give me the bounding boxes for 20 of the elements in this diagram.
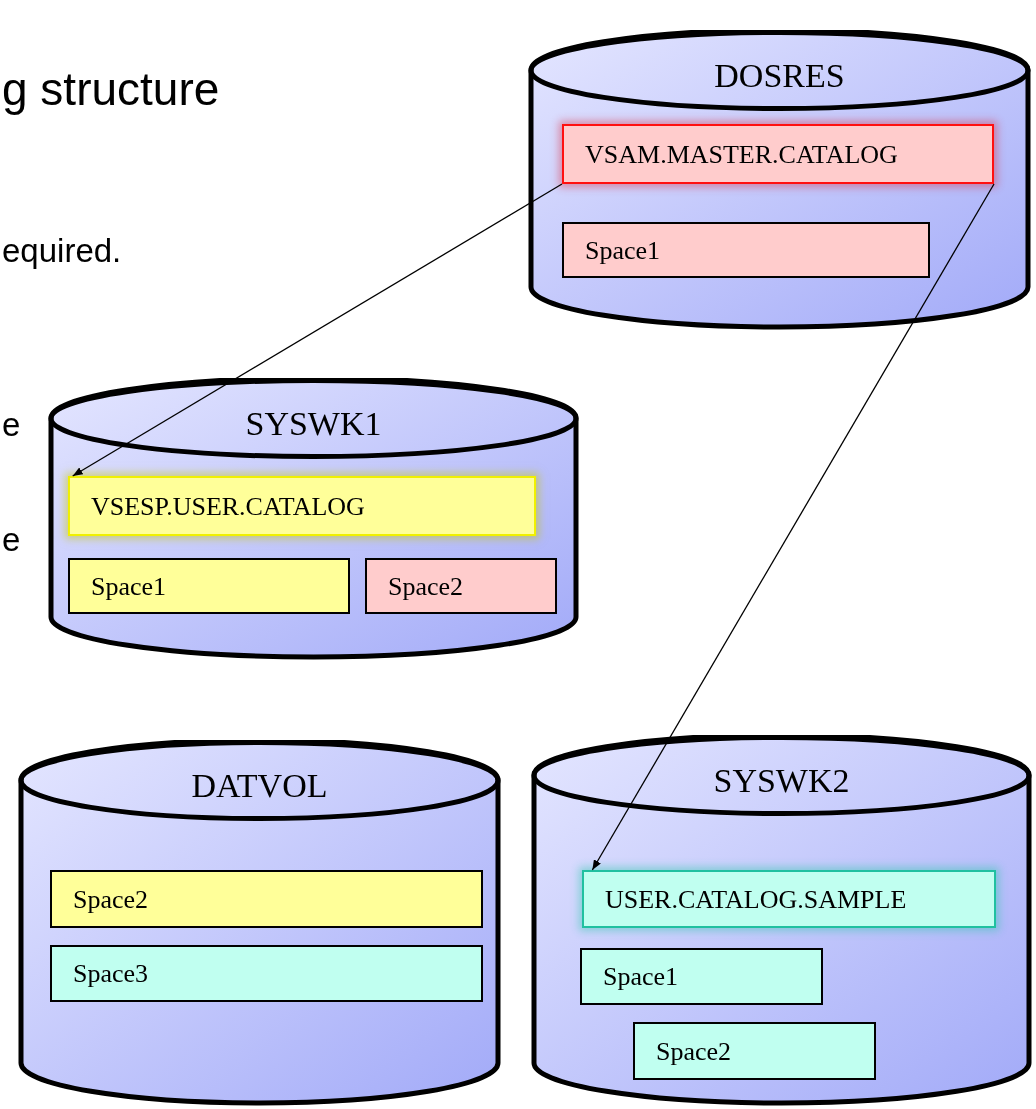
volume-label: SYSWK1 [244, 404, 383, 444]
arrow [72, 183, 563, 477]
slide-text: g structure [2, 62, 220, 117]
dataset-box: Space1 [562, 222, 930, 278]
arrow [591, 183, 995, 871]
dataset-box: VSAM.MASTER.CATALOG [562, 124, 994, 184]
dataset-box: VSESP.USER.CATALOG [68, 476, 536, 536]
dataset-box: Space1 [68, 558, 350, 614]
dataset-box: Space2 [633, 1022, 876, 1080]
slide-text: e [2, 405, 21, 445]
dataset-box: Space2 [365, 558, 557, 614]
volume-label: DOSRES [713, 56, 846, 96]
volume-label: DATVOL [190, 766, 329, 806]
slide-text: equired. [2, 231, 122, 271]
dataset-box: Space1 [580, 948, 823, 1005]
dataset-box: USER.CATALOG.SAMPLE [582, 870, 996, 928]
slide-text: e [2, 520, 21, 560]
dataset-box: Space2 [50, 870, 483, 928]
volume-label: SYSWK2 [712, 761, 851, 801]
dataset-box: Space3 [50, 945, 483, 1002]
